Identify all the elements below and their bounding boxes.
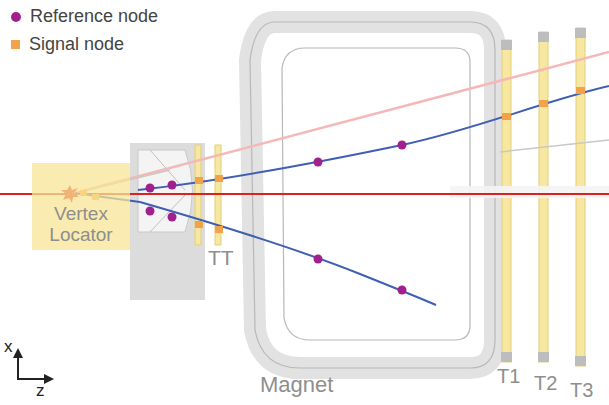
magnet-label: Magnet bbox=[260, 373, 333, 396]
axis-label: x bbox=[4, 338, 13, 356]
legend-text: Signal node bbox=[29, 34, 124, 55]
rich-block bbox=[130, 143, 205, 300]
legend-entry: Signal node bbox=[9, 34, 124, 55]
legend-entry: Reference node bbox=[9, 6, 158, 27]
box-label: Vertex Locator bbox=[38, 204, 124, 246]
station-label: T2 bbox=[534, 373, 557, 394]
detector-box: Vertex Locator bbox=[32, 163, 130, 250]
signal-nodes bbox=[80, 87, 585, 233]
axis-label: z bbox=[36, 382, 45, 400]
lower-track bbox=[140, 202, 436, 305]
upper-track bbox=[138, 86, 609, 190]
reference-nodes bbox=[146, 141, 407, 295]
station-label: T3 bbox=[570, 380, 593, 401]
square-swatch bbox=[11, 40, 20, 49]
station-label: TT bbox=[208, 247, 234, 269]
station-label: T1 bbox=[497, 366, 520, 387]
dot-swatch bbox=[11, 12, 21, 22]
pink-track bbox=[75, 52, 609, 193]
rich-mirror bbox=[138, 150, 193, 232]
axes bbox=[13, 348, 54, 384]
legend-text: Reference node bbox=[30, 6, 158, 27]
